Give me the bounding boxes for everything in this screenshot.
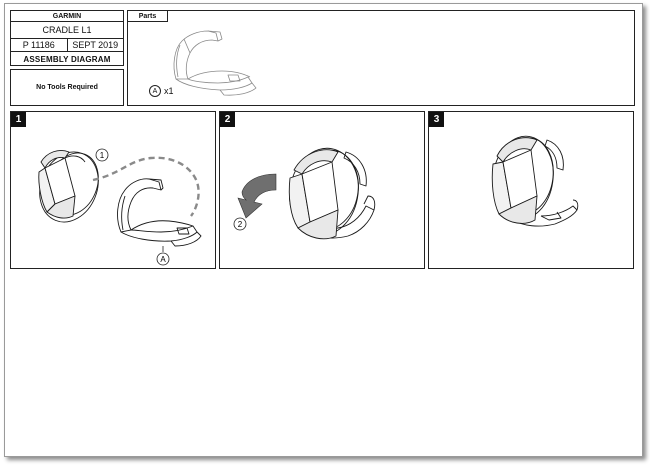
part-date-row: P 11186 SEPT 2019: [11, 38, 123, 52]
tools-note-box: No Tools Required: [10, 69, 124, 106]
part-a-callout-circle: A: [149, 85, 161, 97]
callout-a-label: A: [160, 255, 166, 264]
step-2-number: 2: [220, 112, 235, 127]
part-number: P 11186: [11, 39, 68, 51]
step-1-number: 1: [11, 112, 26, 127]
title-block: GARMIN CRADLE L1 P 11186 SEPT 2019 ASSEM…: [10, 10, 124, 66]
step-3-panel: 3: [428, 111, 634, 269]
callout-2-label: 2: [238, 220, 243, 229]
document-type: ASSEMBLY DIAGRAM: [23, 54, 111, 64]
document-sheet: GARMIN CRADLE L1 P 11186 SEPT 2019 ASSEM…: [4, 3, 643, 457]
brand-name: GARMIN: [11, 11, 123, 22]
part-a-callout: A: [152, 87, 158, 95]
revision-date: SEPT 2019: [72, 40, 119, 50]
step-1-callout-a: A: [156, 246, 170, 266]
parts-heading-tab: Parts: [128, 11, 168, 22]
step-2-panel: 2 2: [219, 111, 425, 269]
product-name: CRADLE L1: [42, 25, 92, 35]
part-a-quantity: x1: [164, 86, 174, 96]
step-2-callout-2: 2: [233, 217, 247, 231]
step-3-illustration: [491, 135, 579, 227]
cradle-part-illustration: [173, 30, 257, 96]
parts-heading: Parts: [138, 12, 157, 20]
step-1-panel: 1: [10, 111, 216, 269]
parts-callout-row: A x1: [149, 85, 174, 97]
callout-1-label: 1: [100, 151, 105, 160]
step-3-number: 3: [429, 112, 444, 127]
step-1-callout-1: 1: [95, 148, 109, 162]
step-2-illustration: 2: [233, 147, 376, 240]
step-1-illustration: 1 A: [38, 148, 202, 266]
parts-box: Parts A x1: [127, 10, 635, 106]
tools-note: No Tools Required: [36, 84, 98, 91]
